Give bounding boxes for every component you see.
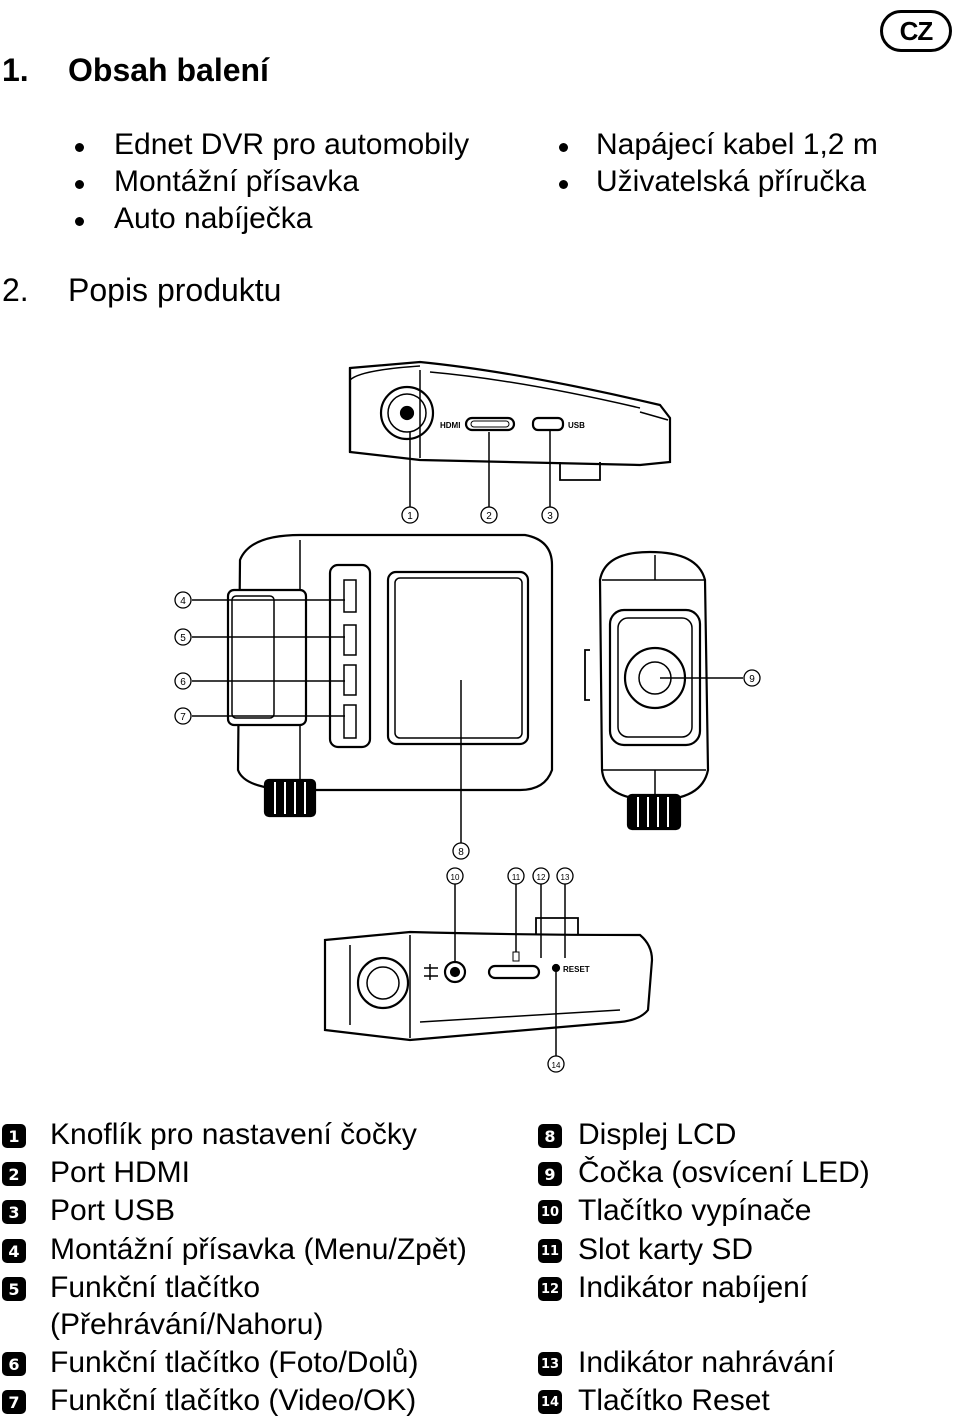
callout-label: 1 [407,511,413,522]
callout-label: 9 [749,674,755,685]
section-2-number: 2. [2,272,29,308]
callout-label: 13 [561,873,570,882]
callout-lines-top [409,430,551,508]
callout-7 [174,707,192,725]
callout-lines-front [192,599,462,843]
callout-label: 12 [537,873,546,882]
section-2-heading: 2. Popis produktu [0,272,600,312]
language-badge: CZ [880,10,952,52]
callout-1 [401,506,419,524]
camera-lens-view [584,550,710,831]
callout-label: 3 [547,511,553,522]
callout-6 [174,672,192,690]
bullet-icon [75,143,84,152]
callout-label: 6 [180,677,186,688]
section-1-number: 1. [2,52,29,88]
section-1-title: Obsah balení [68,52,269,88]
number-badge: 4 [2,1239,26,1263]
number-badge: 10 [538,1200,562,1224]
svg-text:RESET: RESET [563,965,590,974]
callout-2 [480,506,498,524]
number-badge: 6 [2,1352,26,1376]
number-badge: 7 [2,1390,26,1414]
number-badge: 1 [2,1124,26,1148]
callout-10 [446,867,464,885]
number-badge: 9 [538,1162,562,1186]
callout-label: 8 [458,847,464,858]
callout-12 [532,867,550,885]
number-badge: 5 [2,1277,26,1301]
number-badge: 8 [538,1124,562,1148]
section-1-heading: 1. Obsah balení [0,52,600,92]
number-badge: 2 [2,1162,26,1186]
svg-text:HDMI: HDMI [440,421,460,430]
section-2-title: Popis produktu [68,272,282,308]
product-diagram: HDMI USB [174,360,761,1073]
callout-13 [556,867,574,885]
number-badge: 3 [2,1200,26,1224]
callout-8 [452,842,470,860]
number-badge: 14 [538,1390,562,1414]
camera-front-view [226,533,554,818]
callout-4 [174,591,192,609]
callout-markers [174,506,761,1073]
callout-label: 5 [180,633,186,644]
bullet-icon [75,217,84,226]
svg-text:USB: USB [568,421,585,430]
number-badge: 13 [538,1352,562,1376]
callout-11 [507,867,525,885]
callout-lines-bottom [454,884,566,1056]
callout-3 [541,506,559,524]
callout-label: 7 [180,712,186,723]
callout-14 [547,1055,565,1073]
bullet-icon [559,143,568,152]
callout-label: 10 [451,873,460,882]
number-badge: 12 [538,1277,562,1301]
callout-label: 2 [486,511,492,522]
callout-label: 14 [552,1061,561,1070]
camera-side-view-top: HDMI USB [348,360,672,481]
callout-label: 4 [180,596,186,607]
number-badge: 11 [538,1239,562,1263]
camera-side-view-bottom: RESET [323,917,654,1042]
callout-9 [743,669,761,687]
callout-5 [174,628,192,646]
callout-label: 11 [512,873,521,882]
bullet-icon [75,180,84,189]
bullet-icon [559,180,568,189]
